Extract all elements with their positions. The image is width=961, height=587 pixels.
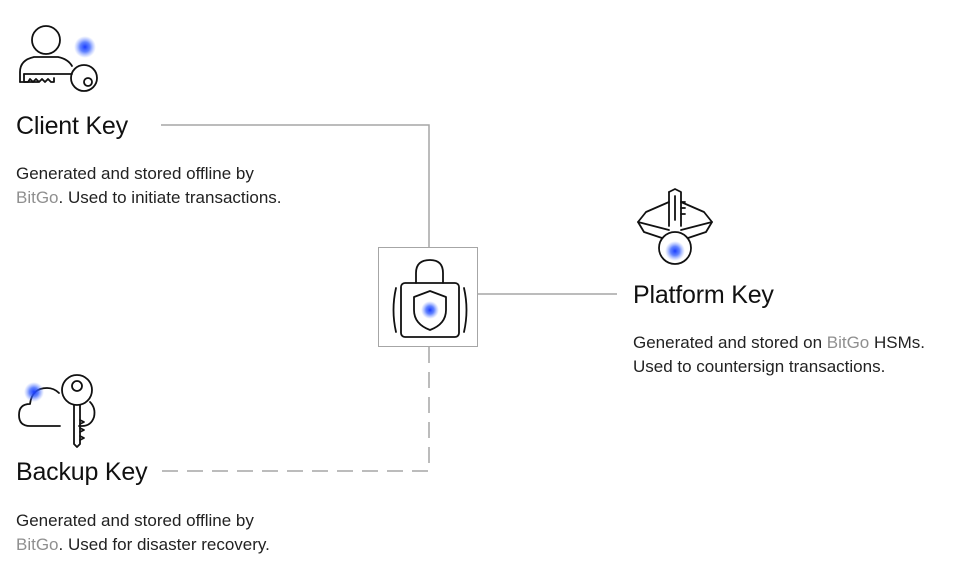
vault-box [378,247,478,347]
platform-desc-line2: Used to countersign transactions. [633,357,886,376]
user-key-icon [19,25,98,92]
client-desc-line2: . Used to initiate transactions. [58,188,282,207]
client-key-description: Generated and stored offline by BitGo. U… [16,162,282,210]
backup-connector [161,347,430,472]
hsm-key-icon [637,188,713,265]
platform-key-description: Generated and stored on BitGo HSMs. Used… [633,331,925,379]
backup-key-title: Backup Key [16,458,148,486]
client-connector [161,124,430,247]
client-desc-brand: BitGo [16,188,59,207]
backup-key-description: Generated and stored offline by BitGo. U… [16,509,270,557]
platform-key-title: Platform Key [633,281,774,309]
backup-desc-brand: BitGo [16,535,59,554]
platform-desc-brand: BitGo [826,333,870,352]
lock-shield-icon [392,259,468,338]
client-desc-line1: Generated and stored offline by [16,164,254,183]
cloud-key-icon [18,374,96,448]
platform-desc-line1-pre: Generated and stored on [633,333,827,352]
platform-desc-line1-post: HSMs. [869,333,926,352]
backup-desc-line2: . Used for disaster recovery. [58,535,270,554]
client-key-title: Client Key [16,112,128,140]
backup-desc-line1: Generated and stored offline by [16,511,254,530]
